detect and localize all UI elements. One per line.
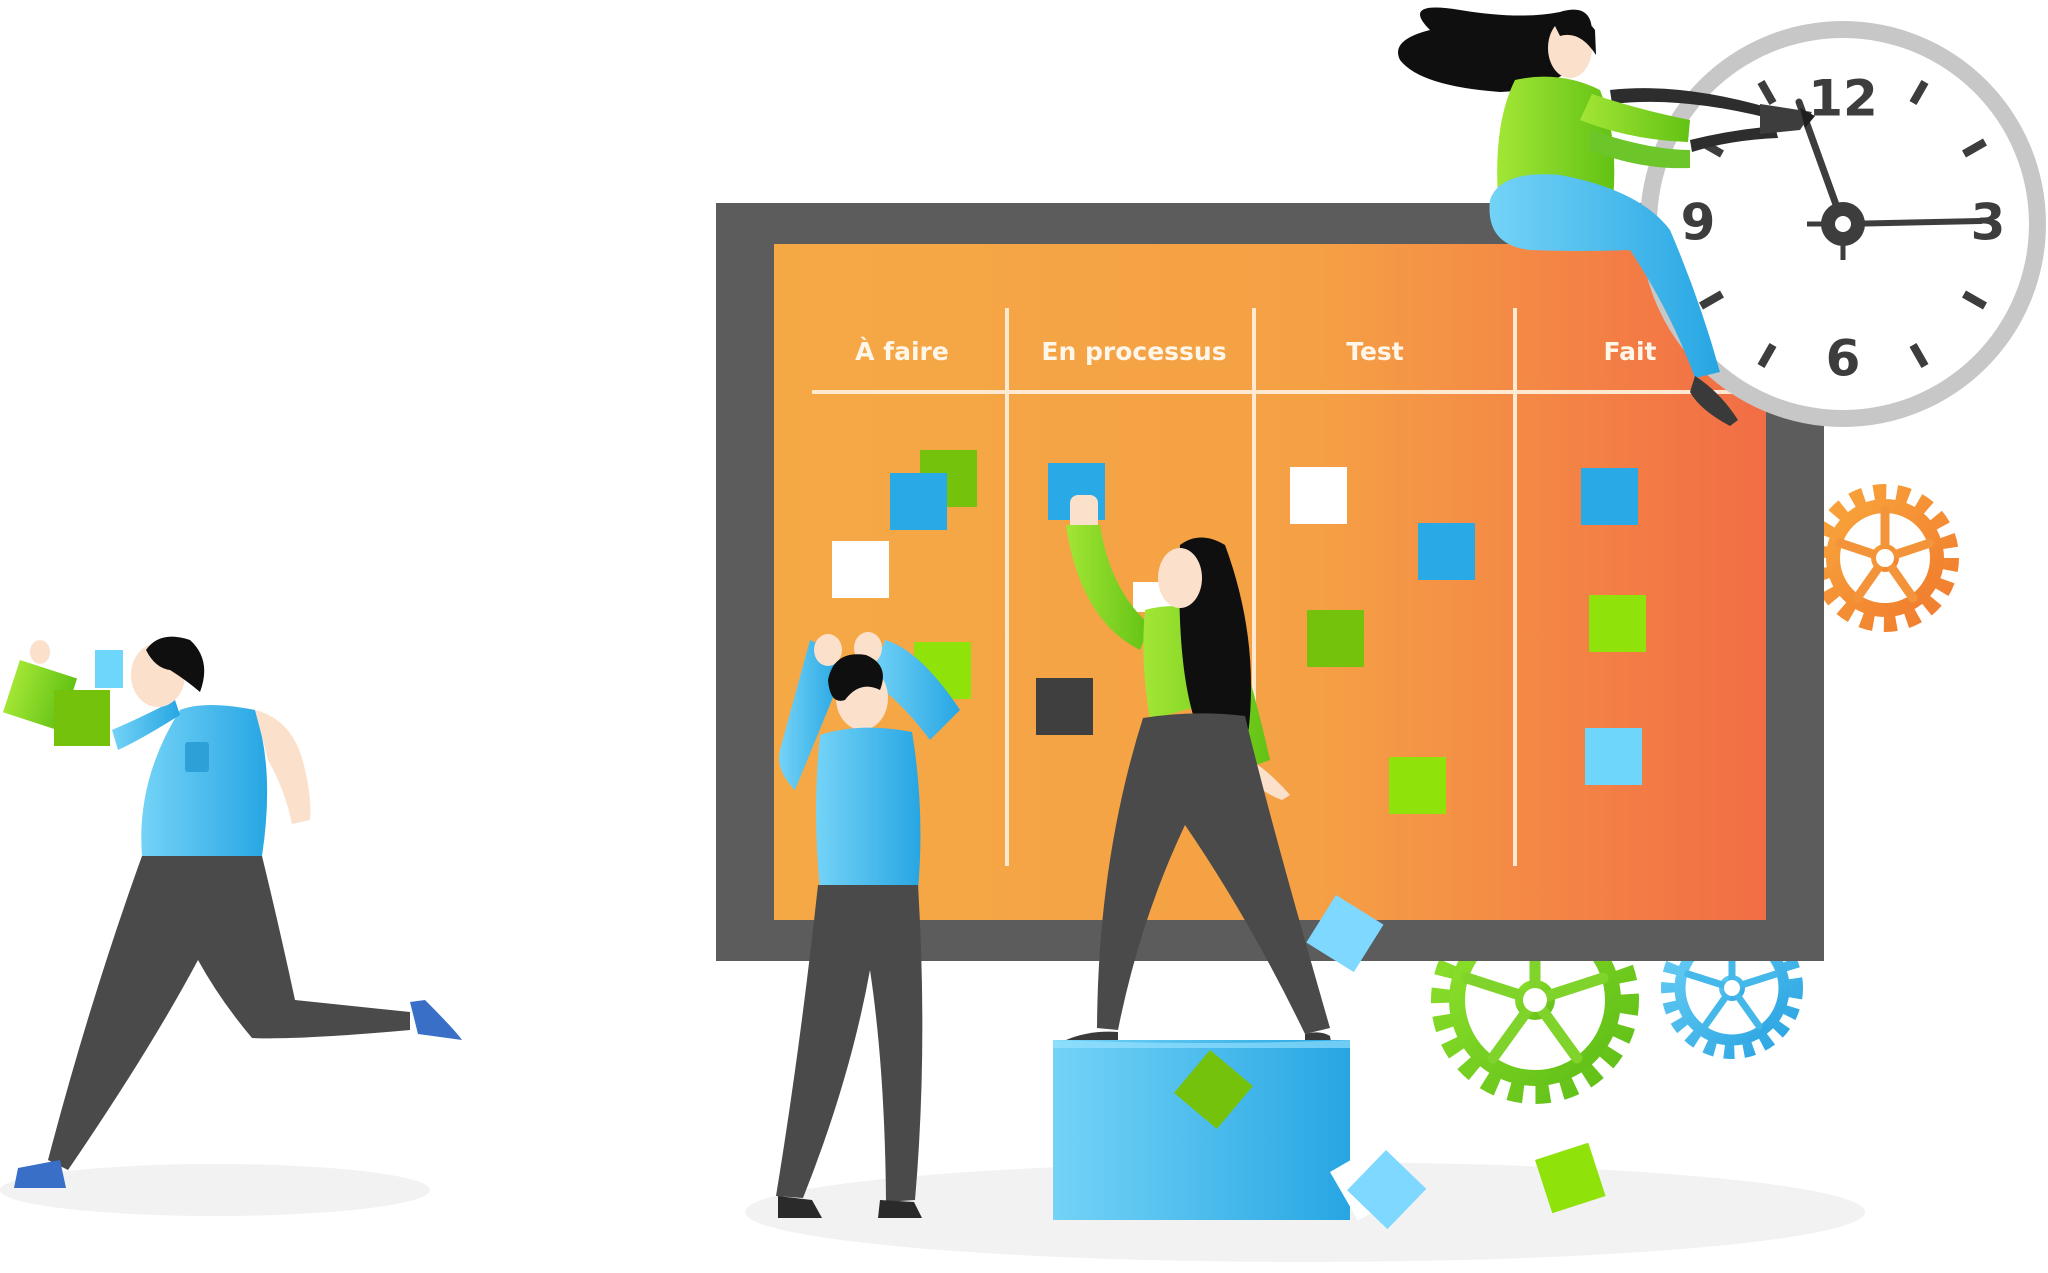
gear-icon-orange bbox=[1811, 484, 1959, 632]
sticky-note-falling bbox=[1347, 1150, 1427, 1230]
sticky-note bbox=[1307, 610, 1364, 667]
board-surface bbox=[774, 244, 1766, 920]
person-running-man bbox=[3, 636, 462, 1188]
sticky-note-falling bbox=[1174, 1050, 1253, 1129]
box-pedestal bbox=[1053, 1040, 1350, 1220]
sticky-note bbox=[1589, 595, 1646, 652]
ground-shadow-left bbox=[0, 1164, 430, 1216]
column-label-done: Fait bbox=[1603, 337, 1656, 366]
sticky-note-falling bbox=[1535, 1142, 1606, 1214]
clock-number-9: 9 bbox=[1681, 194, 1716, 252]
sticky-note bbox=[832, 541, 889, 598]
sticky-note-falling bbox=[1306, 895, 1384, 973]
clock-minute-hand bbox=[1840, 218, 1984, 227]
column-label-todo: À faire bbox=[855, 337, 949, 366]
clock-number-6: 6 bbox=[1826, 330, 1861, 388]
person-man-board bbox=[776, 632, 960, 1218]
column-label-in-progress: En processus bbox=[1041, 337, 1226, 366]
column-label-test: Test bbox=[1346, 337, 1404, 366]
sticky-note bbox=[1585, 728, 1642, 785]
sticky-note bbox=[1389, 757, 1446, 814]
sticky-note bbox=[1581, 468, 1638, 525]
sticky-note bbox=[890, 473, 947, 530]
sticky-note bbox=[1036, 678, 1093, 735]
clock-number-12: 12 bbox=[1808, 70, 1878, 128]
kanban-board: À faire En processus Test Fait bbox=[716, 203, 1824, 961]
person-woman-board bbox=[1066, 495, 1332, 1050]
pliers-icon bbox=[1610, 88, 1815, 152]
person-woman-on-clock bbox=[1398, 7, 1738, 426]
gear-icon-green bbox=[1431, 896, 1639, 1104]
sticky-note bbox=[1290, 467, 1347, 524]
sticky-note bbox=[1418, 523, 1475, 580]
